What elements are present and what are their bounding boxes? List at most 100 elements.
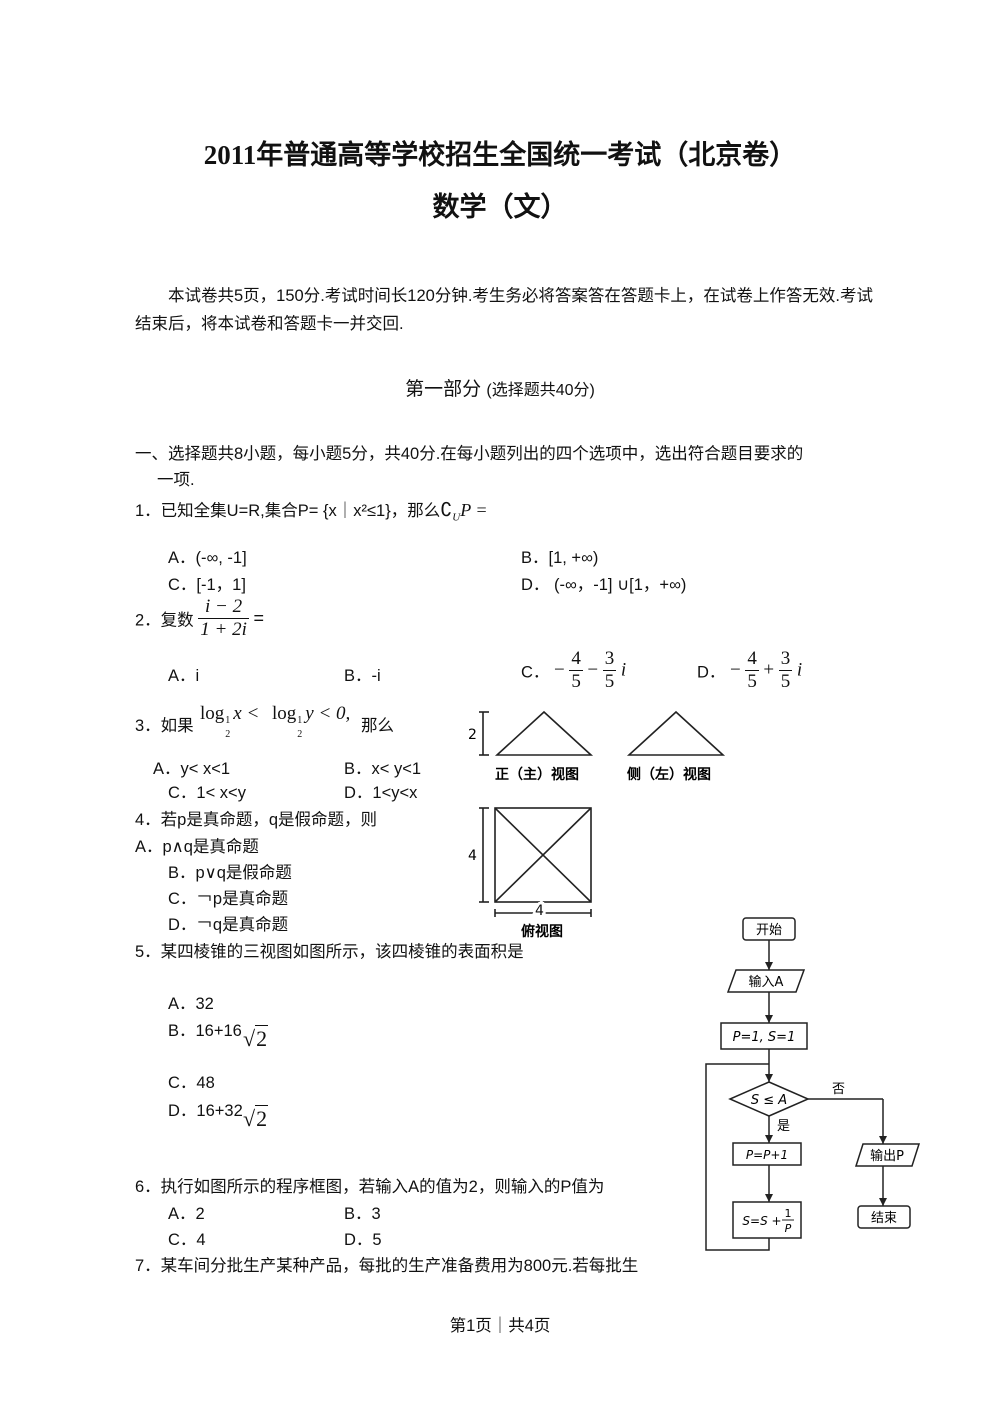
flow-step1-label: P=P+1 — [746, 1148, 788, 1162]
q1-option-d: D． (-∞，-1] ∪[1，+∞) — [521, 576, 687, 594]
flow-output-label: 输出P — [870, 1148, 904, 1164]
flow-init-box — [720, 1022, 808, 1050]
q5-option-c: C．48 — [168, 1074, 215, 1092]
part-subtitle: (选择题共40分) — [486, 382, 595, 399]
flow-condition-label: S ≤ A — [751, 1093, 787, 1108]
flow-arrowhead-3 — [765, 1074, 773, 1082]
q2-d-label: D． — [697, 663, 726, 682]
q2-d-minus: − — [730, 659, 741, 681]
part-heading: 第一部分 (选择题共40分) — [0, 374, 1000, 401]
q2-c-frac2-den: 5 — [604, 671, 615, 692]
q6-option-d: D．5 — [344, 1231, 382, 1249]
flow-arrowhead-end — [879, 1198, 887, 1206]
intro-paragraph: 本试卷共5页，150分.考试时间长120分钟.考生务必将答案答在答题卡上，在试卷… — [135, 287, 873, 333]
side-view-label: 侧（左）视图 — [627, 766, 711, 783]
flow-end-label: 结束 — [871, 1211, 897, 1226]
three-view-figure: 2 4 4 正（主）视图 侧（左）视图 俯视图 — [468, 710, 726, 940]
q4-option-b: B．p∨q是假命题 — [168, 864, 292, 882]
flow-loop-back — [705, 1063, 770, 1251]
q2-numerator: i − 2 — [198, 596, 249, 619]
q3-stem-tail: 那么 — [361, 717, 394, 735]
flow-arrowhead-2 — [765, 1015, 773, 1023]
height-label: 2 — [468, 727, 477, 743]
q5-b-sqrt: √2 — [243, 1025, 269, 1052]
q4-option-c: C．￢p是真命题 — [168, 890, 289, 908]
q3-log2: log — [272, 703, 297, 724]
front-view-triangle — [494, 710, 594, 756]
q3-stem: 3．如果 — [135, 717, 194, 735]
section-instruction-line2: 一项. — [157, 471, 195, 489]
q2-option-b: B．-i — [344, 667, 381, 685]
q5-option-d: D．16+32 — [168, 1102, 243, 1120]
flow-step2-num: 1 — [785, 1207, 792, 1220]
q2-c-minus1: − — [554, 659, 565, 681]
exam-subtitle: 数学（文） — [432, 192, 568, 222]
flow-no-label: 否 — [832, 1082, 845, 1097]
flow-arrowhead-output — [879, 1136, 887, 1144]
q3-log2-base-den: 2 — [297, 729, 303, 740]
q1-var: P = — [460, 500, 488, 520]
q1-complement-symbol: ∁ — [440, 500, 453, 521]
q6-option-c: C．4 — [168, 1231, 206, 1249]
question-5: 5．某四棱锥的三视图如图所示，该四棱锥的表面积是 — [135, 943, 524, 961]
q2-option-a: A．i — [168, 667, 200, 685]
q5-b-sqrt-sign: √ — [243, 1026, 256, 1051]
q2-c-minus2: − — [587, 659, 599, 681]
top-view-square — [494, 807, 592, 903]
q1-complement-sub: U — [452, 511, 461, 524]
q5-d-sqrt-sign: √ — [243, 1106, 256, 1131]
flow-arrowhead-step1 — [765, 1135, 773, 1143]
q1-option-c: C．[-1，1] — [168, 576, 246, 594]
flow-arrowhead-1 — [765, 962, 773, 970]
q2-c-frac2-num: 3 — [602, 648, 617, 671]
part-title: 第一部分 — [405, 379, 482, 400]
q5-d-sqrt-val: 2 — [255, 1105, 269, 1131]
q2-stem: 2．复数 — [135, 611, 194, 630]
q4-option-d: D．￢q是真命题 — [168, 916, 289, 934]
q5-b-sqrt-val: 2 — [255, 1025, 269, 1051]
q5-option-a: A．32 — [168, 995, 214, 1013]
q1-option-b: B．[1, +∞) — [521, 549, 599, 567]
flow-step1-box — [732, 1142, 802, 1166]
flow-arrowhead-step2 — [765, 1194, 773, 1202]
top-view-label: 俯视图 — [521, 923, 563, 940]
q4-option-a: A．p∧q是真命题 — [135, 838, 259, 856]
side-view-triangle — [626, 710, 726, 756]
q2-equals: = — [253, 608, 264, 628]
flow-start-label: 开始 — [756, 923, 782, 938]
q3-y-lt: y < 0, — [305, 703, 351, 724]
bottom-dim-label: 4 — [535, 903, 544, 919]
q2-d-frac2-num: 3 — [778, 648, 793, 671]
q3-log2-base-num: 1 — [297, 715, 303, 726]
q6-option-a: A．2 — [168, 1205, 205, 1223]
flow-step2-left: S=S + — [742, 1214, 781, 1228]
q2-d-plus: + — [763, 659, 775, 681]
q2-d-frac1-num: 4 — [745, 648, 759, 671]
q3-log1: log — [200, 703, 225, 724]
flow-input-label: 输入A — [749, 974, 784, 990]
flow-step2-den: P — [785, 1222, 792, 1235]
question-1: 1．已知全集U=R,集合P= {x｜x²≤1}，那么∁UP = — [135, 497, 488, 523]
q3-option-d: D．1<y<x — [344, 784, 418, 802]
q2-d-i: i — [796, 659, 803, 681]
q5-d-sqrt: √2 — [243, 1105, 269, 1132]
q2-denominator: 1 + 2i — [200, 619, 247, 640]
q1-option-a: A．(-∞, -1] — [168, 549, 247, 567]
page-footer: 第1页｜共4页 — [449, 1317, 551, 1335]
q2-c-frac1-num: 4 — [569, 648, 583, 671]
question-4: 4．若p是真命题，q是假命题，则 — [135, 811, 378, 829]
q3-x-lt: x < — [233, 703, 260, 724]
q2-c-i: i — [620, 659, 627, 681]
section-instruction-line1: 一、选择题共8小题，每小题5分，共40分.在每小题列出的四个选项中，选出符合题目… — [135, 445, 804, 463]
top-view-diagonal-2 — [494, 807, 592, 903]
flow-yes-label: 是 — [777, 1119, 790, 1134]
